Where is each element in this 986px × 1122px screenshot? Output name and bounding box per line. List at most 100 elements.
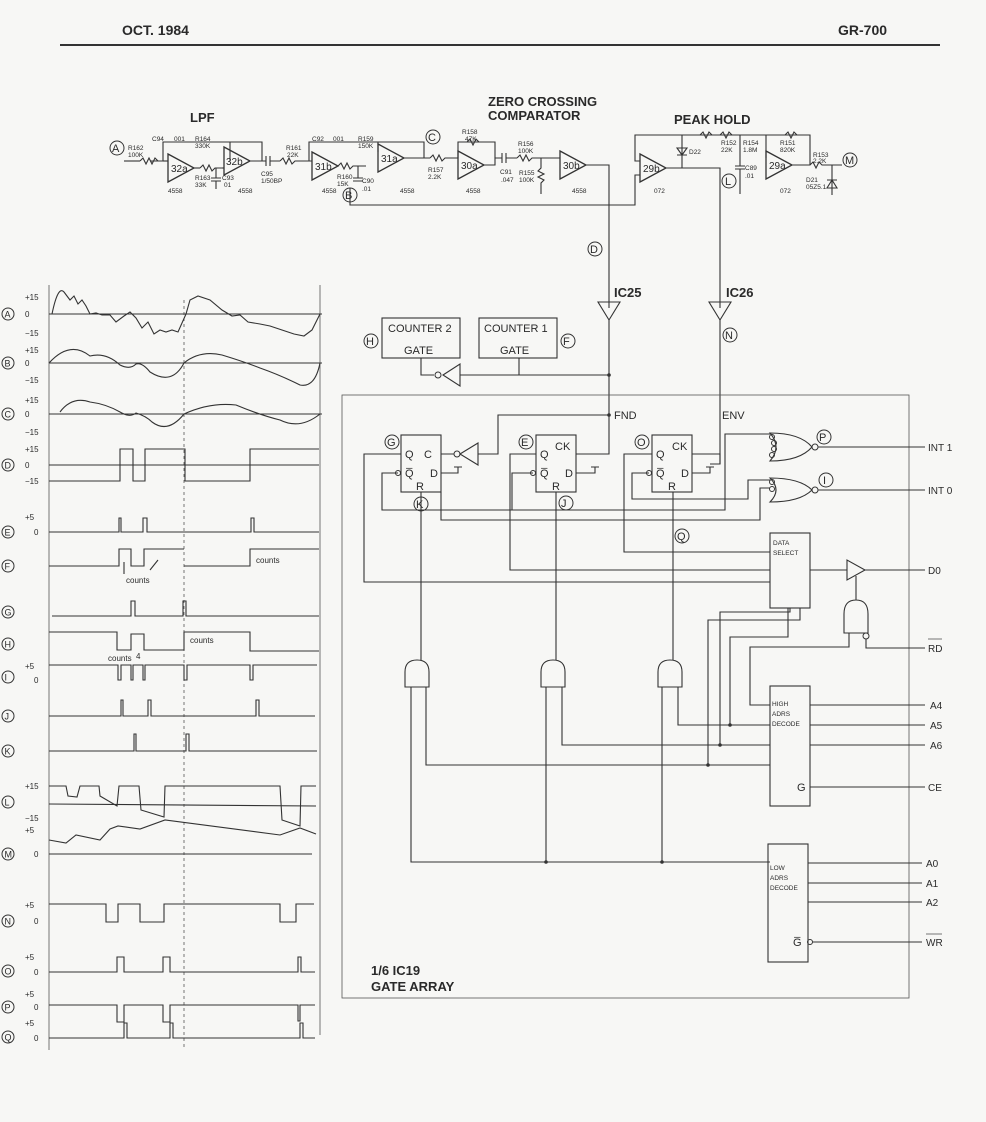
counter-1-box	[478, 317, 558, 359]
wave-p-level-0: +5	[25, 990, 35, 999]
c94-value: 001	[174, 136, 185, 143]
output-rd: RD	[928, 644, 942, 655]
high-adrs-decode-block	[769, 685, 811, 807]
wave-node-l-label: L	[5, 798, 10, 808]
r154-value: 1.8M	[743, 147, 757, 154]
ff-g-d: D	[430, 468, 438, 480]
header-rule	[60, 44, 940, 46]
ff-g-r: R	[416, 481, 424, 493]
d21-zener	[826, 165, 838, 195]
wave-l-axis	[48, 803, 317, 807]
opamp-32b-label: 32b	[226, 157, 243, 168]
r156-resistor	[516, 153, 542, 163]
wave-c-level-0: +15	[25, 396, 39, 405]
r161-resistor	[279, 156, 305, 166]
c89-name: C89	[745, 165, 757, 172]
wave-a	[51, 290, 321, 337]
c94-name: C94	[152, 136, 164, 143]
gate-array-label-1: 1/6 IC19	[371, 963, 420, 978]
ff-e-r: R	[552, 481, 560, 493]
node-q-label: Q	[677, 531, 686, 543]
ff-g-c: C	[424, 449, 432, 461]
c89-value: .01	[745, 173, 754, 180]
node-a-marker	[109, 140, 125, 156]
and-gate-1	[404, 659, 430, 688]
ic26-label: IC26	[726, 285, 753, 300]
d22-name: D22	[689, 149, 701, 156]
wave-d-level-0: +15	[25, 445, 39, 454]
r152-name: R152	[721, 140, 737, 147]
zcc-title-1: ZERO CROSSING	[488, 94, 597, 109]
wave-node-i-label: I	[5, 673, 8, 683]
ff-e-d: D	[565, 468, 573, 480]
wave-h	[49, 631, 319, 652]
node-h-label: H	[366, 336, 374, 348]
output-d0: D0	[928, 566, 941, 577]
node-n-marker	[722, 327, 738, 343]
buffers: D IC25 IC26 N	[587, 241, 753, 465]
c93-name: C93	[222, 175, 234, 182]
wave-d-level-1: 0	[25, 461, 30, 470]
node-i-label: I	[823, 475, 826, 487]
data-select-label-2: SELECT	[773, 550, 798, 557]
wave-node-j-label: J	[5, 712, 10, 722]
opamp-31a-part: 4558	[400, 188, 415, 195]
env-label: ENV	[722, 410, 745, 422]
annotation-arrows	[123, 559, 159, 574]
wave-j	[49, 699, 315, 717]
node-l-label: L	[725, 176, 731, 188]
d21-name: D21	[806, 177, 818, 184]
node-k-label: K	[416, 499, 424, 511]
opamp-31a-label: 31a	[381, 154, 398, 165]
wave-g	[52, 600, 319, 617]
counter-2-pin: GATE	[404, 345, 433, 357]
wave-node-h-marker	[1, 637, 15, 651]
r152-value: 22K	[721, 147, 733, 154]
wave-n-level-1: 0	[34, 917, 39, 926]
wave-b-level-2: −15	[25, 376, 39, 385]
d21-value: 05Z5.1	[806, 184, 827, 191]
ff-e-qbar: Q̅	[540, 468, 549, 480]
d22-diode	[675, 135, 689, 168]
output-a0: A0	[926, 859, 939, 870]
wave-i	[49, 664, 317, 681]
wave-node-q-marker	[1, 1030, 15, 1044]
node-f-marker	[560, 333, 576, 349]
ff-g-qbar: Q̅	[405, 468, 414, 480]
wave-d-level-2: −15	[25, 477, 39, 486]
c90-name: C90	[362, 178, 374, 185]
gate-array-boundary	[341, 394, 910, 999]
wave-m-level-1: 0	[34, 850, 39, 859]
output-a4: A4	[930, 701, 943, 712]
nor-gate-int0	[768, 477, 813, 503]
wave-node-a-label: A	[5, 310, 11, 320]
gate-array: 1/6 IC19 GATE ARRAY FND ENV G Q C Q̅ D R…	[341, 394, 953, 999]
opamp-31b-part: 4558	[322, 188, 337, 195]
opamp-30a-label: 30a	[461, 161, 478, 172]
r158-value: 47K	[465, 136, 477, 143]
node-e-label: E	[521, 437, 528, 449]
node-e-marker	[518, 434, 534, 450]
r157-value: 2.2K	[428, 174, 442, 181]
opamp-29a-part: 072	[780, 188, 791, 195]
annotation-counts-f2: counts	[256, 556, 280, 565]
wave-m	[48, 819, 317, 844]
r162-resistor	[139, 156, 160, 166]
r162-name: R162	[128, 145, 144, 152]
r155-value: 100K	[519, 177, 535, 184]
node-d-marker	[587, 241, 603, 257]
wave-e-level-0: +5	[25, 513, 35, 522]
opamp-29b-label: 29b	[643, 164, 660, 175]
output-a5: A5	[930, 721, 943, 732]
node-g-label: G	[387, 437, 396, 449]
wave-node-p-label: P	[5, 1003, 11, 1013]
r159-value: 150K	[358, 143, 374, 150]
wave-c-level-1: 0	[25, 410, 30, 419]
wave-node-m-marker	[1, 847, 15, 861]
node-q-marker	[674, 528, 690, 544]
r157-resistor	[429, 153, 455, 163]
r151-value: 820K	[780, 147, 796, 154]
wave-l	[49, 785, 316, 827]
wave-p	[49, 1004, 315, 1023]
ic25-buffer	[597, 301, 621, 322]
